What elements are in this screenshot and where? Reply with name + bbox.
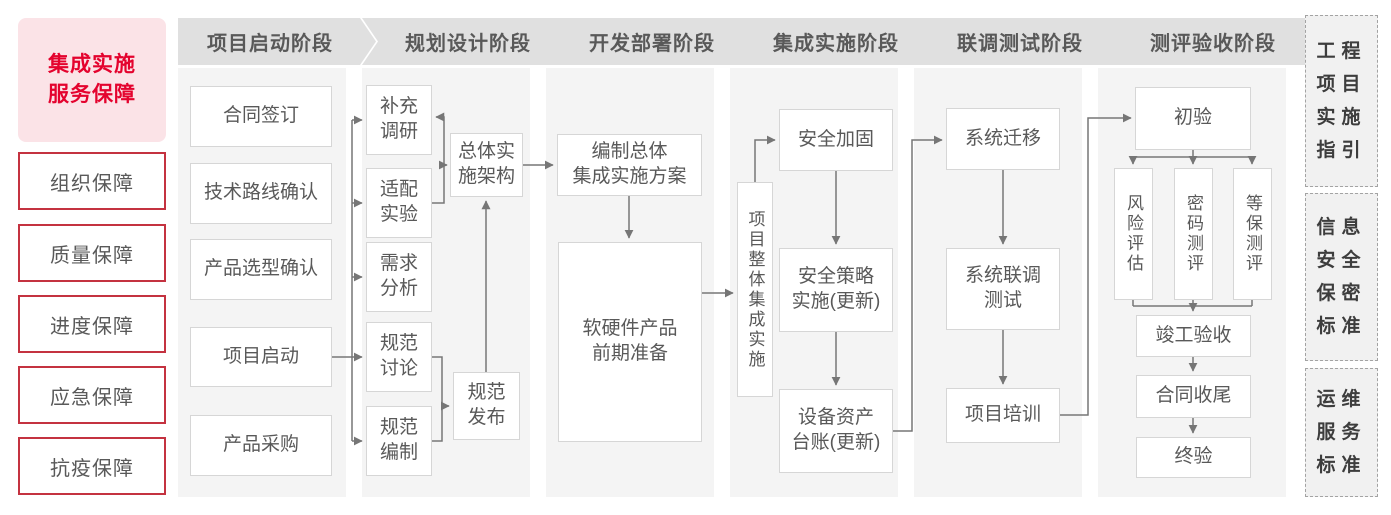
node-system-migration: 系统迁移 bbox=[946, 108, 1060, 170]
node-spec-compilation: 规范 编制 bbox=[366, 406, 432, 476]
standard-project-impl-guide-label: 工程项目实施指引 bbox=[1316, 40, 1367, 162]
node-product-selection-confirm: 产品选型确认 bbox=[190, 239, 332, 300]
node-project-overall-integration: 项目整体集成实施 bbox=[737, 182, 773, 397]
node-spec-release: 规范 发布 bbox=[453, 372, 520, 440]
node-joint-debug-test: 系统联调 测试 bbox=[946, 248, 1060, 330]
node-project-training: 项目培训 bbox=[946, 388, 1060, 443]
node-supplementary-research: 补充 调研 bbox=[366, 85, 432, 155]
node-final-acceptance: 终验 bbox=[1136, 437, 1251, 478]
phase-header-planning-design: 规划设计阶段 bbox=[362, 18, 574, 65]
node-risk-assessment: 风险评估 bbox=[1114, 168, 1153, 300]
node-requirement-analysis: 需求 分析 bbox=[366, 242, 432, 312]
node-completion-acceptance: 竣工验收 bbox=[1136, 315, 1251, 357]
guarantee-quality: 质量保障 bbox=[18, 224, 166, 282]
node-asset-ledger: 设备资产 台账(更新) bbox=[779, 389, 893, 473]
guarantee-organization: 组织保障 bbox=[18, 152, 166, 210]
node-initial-acceptance: 初验 bbox=[1135, 87, 1251, 150]
node-spec-discussion: 规范 讨论 bbox=[366, 322, 432, 392]
standard-info-security-confidentiality: 信息安全保密标准 bbox=[1305, 193, 1378, 361]
phase-header-dev-deployment: 开发部署阶段 bbox=[546, 18, 758, 65]
node-overall-integration-plan: 编制总体 集成实施方案 bbox=[557, 134, 702, 196]
guarantee-schedule: 进度保障 bbox=[18, 295, 166, 353]
standard-ops-maintenance-service-label: 运维服务标准 bbox=[1316, 388, 1367, 477]
guarantee-emergency: 应急保障 bbox=[18, 366, 166, 424]
node-graded-protection-eval: 等保测评 bbox=[1233, 168, 1272, 300]
standard-ops-maintenance-service: 运维服务标准 bbox=[1305, 368, 1378, 497]
node-tech-route-confirm: 技术路线确认 bbox=[190, 163, 332, 224]
node-product-procurement: 产品采购 bbox=[190, 415, 332, 476]
guarantee-epidemic: 抗疫保障 bbox=[18, 437, 166, 495]
node-project-kickoff: 项目启动 bbox=[190, 327, 332, 387]
phase-header-joint-debug-test: 联调测试阶段 bbox=[914, 18, 1126, 65]
phase-header-integration-impl: 集成实施阶段 bbox=[730, 18, 942, 65]
node-crypto-evaluation: 密码测评 bbox=[1174, 168, 1213, 300]
diagram-title: 集成实施 服务保障 bbox=[18, 18, 166, 142]
node-hw-sw-preparation: 软硬件产品 前期准备 bbox=[558, 242, 702, 442]
node-security-hardening: 安全加固 bbox=[779, 109, 893, 171]
node-overall-impl-architecture: 总体实 施架构 bbox=[450, 133, 523, 197]
node-contract-signing: 合同签订 bbox=[190, 86, 332, 147]
phase-header-project-kickoff: 项目启动阶段 bbox=[178, 18, 376, 65]
standard-info-security-confidentiality-label: 信息安全保密标准 bbox=[1316, 216, 1367, 338]
standard-project-impl-guide: 工程项目实施指引 bbox=[1305, 15, 1378, 187]
node-contract-closure: 合同收尾 bbox=[1136, 375, 1251, 418]
phase-header-eval-acceptance: 测评验收阶段 bbox=[1098, 18, 1328, 65]
node-adaptation-experiment: 适配 实验 bbox=[366, 168, 432, 238]
node-security-policy-impl: 安全策略 实施(更新) bbox=[779, 248, 893, 332]
